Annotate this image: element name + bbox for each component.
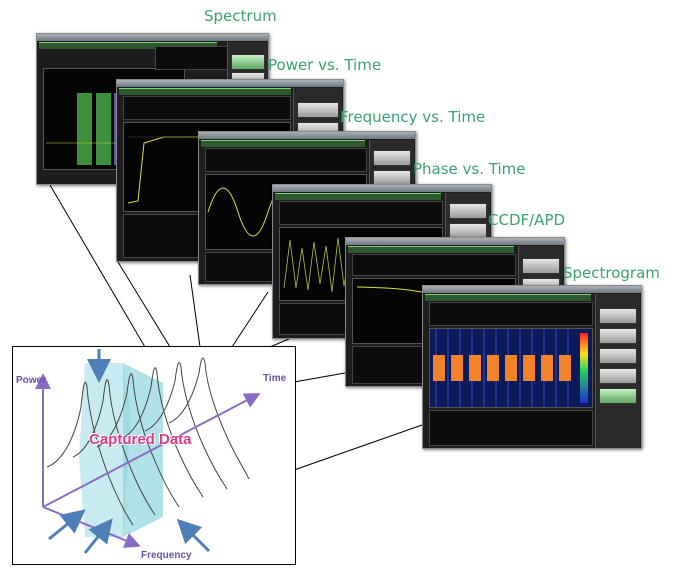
spec-menu-4[interactable] — [599, 368, 637, 384]
screen-header — [119, 88, 291, 95]
captured-data-svg — [35, 349, 261, 554]
pht-info — [279, 201, 443, 225]
window-titlebar — [117, 80, 343, 87]
spectrogram-info — [429, 302, 593, 326]
window-titlebar — [273, 185, 491, 192]
ccdf-menu-button[interactable] — [522, 258, 560, 274]
spectrum-menu-button[interactable] — [231, 54, 265, 70]
axis-label-time: Time — [263, 373, 287, 384]
screen-header — [39, 42, 217, 49]
spec-menu-spectrogram[interactable] — [599, 388, 637, 404]
spectrogram-image — [433, 329, 588, 407]
axis-label-frequency: Frequency — [141, 550, 192, 561]
label-spectrum: Spectrum — [204, 7, 277, 25]
pvt-info — [123, 96, 291, 120]
window-titlebar — [199, 132, 415, 139]
time-menu-button[interactable] — [297, 102, 339, 118]
screen-header — [425, 294, 591, 301]
label-power-vs-time: Power vs. Time — [268, 56, 382, 74]
axis-label-power: Power — [16, 375, 47, 386]
ccdf-info — [352, 254, 516, 276]
screen-header — [348, 246, 514, 253]
window-titlebar — [346, 238, 564, 245]
window-titlebar — [423, 286, 641, 293]
spec-menu-1[interactable] — [599, 308, 637, 324]
pht-menu-button[interactable] — [449, 203, 487, 219]
spectrogram-side-menu — [595, 294, 640, 448]
window-titlebar — [37, 34, 268, 41]
label-frequency-vs-time: Frequency vs. Time — [340, 108, 486, 126]
captured-data-label: Captured Data — [89, 431, 192, 448]
marker-1-button[interactable] — [373, 150, 411, 166]
label-spectrogram: Spectrogram — [563, 264, 660, 282]
screen-header — [201, 140, 365, 147]
screen-header — [275, 193, 441, 200]
label-phase-vs-time: Phase vs. Time — [413, 160, 526, 178]
fvt-info — [205, 148, 367, 172]
spec-menu-2[interactable] — [599, 328, 637, 344]
captured-data-diagram: Power Time Frequency Captured Data — [12, 346, 296, 565]
spec-menu-3[interactable] — [599, 348, 637, 364]
spectrum-info — [155, 46, 229, 70]
label-ccdf-apd: CCDF/APD — [488, 211, 566, 229]
spectrogram-plot — [429, 328, 593, 408]
spectrogram-bottom-info — [429, 410, 593, 446]
spectrogram-screenshot — [422, 285, 642, 449]
